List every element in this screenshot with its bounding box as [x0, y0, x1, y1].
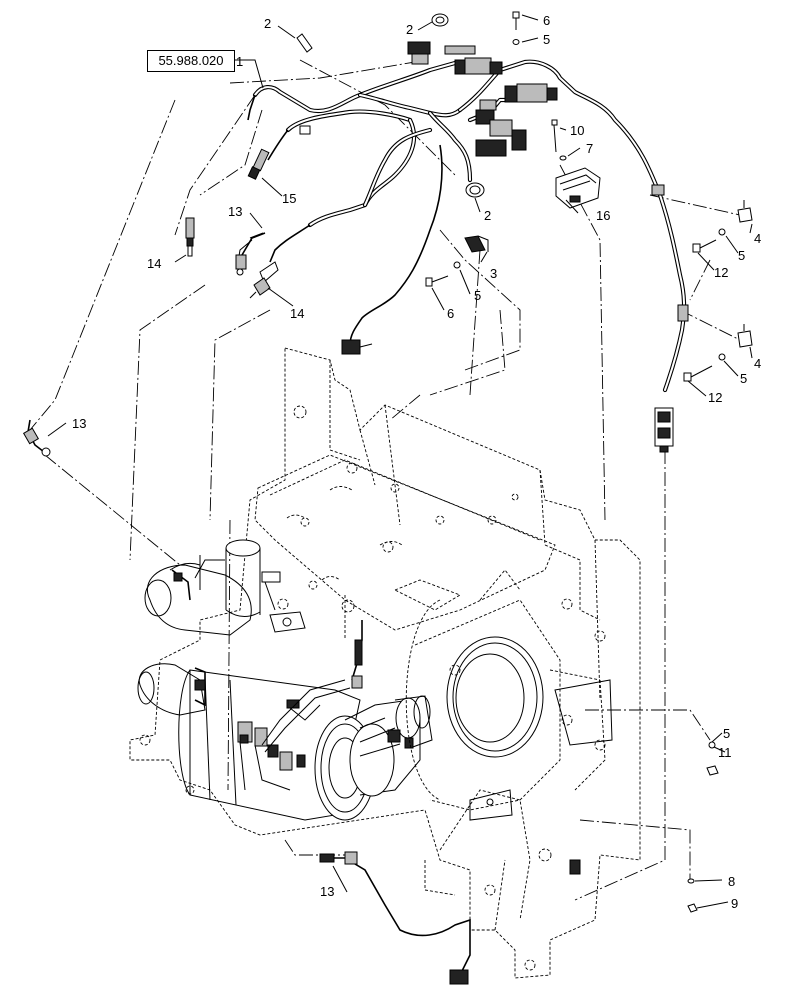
callout-16[interactable]: 16: [596, 208, 610, 223]
sensor-14-left[interactable]: [185, 217, 195, 257]
callout-5-top[interactable]: 5: [543, 32, 550, 47]
callout-11[interactable]: 11: [718, 745, 732, 760]
washer-5-top[interactable]: [512, 39, 520, 45]
bolt-6-mid[interactable]: [425, 275, 449, 287]
bolt-12-upper[interactable]: [692, 239, 717, 253]
nut-11[interactable]: [706, 765, 719, 776]
grommet-left[interactable]: [296, 33, 313, 53]
grommet-middle[interactable]: [465, 182, 485, 198]
callout-7[interactable]: 7: [586, 141, 593, 156]
bolt-6-top[interactable]: [512, 11, 520, 30]
main-wire-harness: [237, 41, 689, 453]
callout-13-bottom[interactable]: 13: [320, 884, 334, 899]
callout-12-upper[interactable]: 12: [714, 265, 728, 280]
callout-13-left[interactable]: 13: [72, 416, 86, 431]
callout-2-top[interactable]: 2: [406, 22, 413, 37]
sensor-14-right[interactable]: [249, 261, 279, 299]
washer-7[interactable]: [559, 155, 567, 161]
reference-code-box[interactable]: 55.988.020: [147, 50, 235, 72]
nut-9[interactable]: [687, 903, 698, 913]
callout-8[interactable]: 8: [728, 874, 735, 889]
callout-13-mid[interactable]: 13: [228, 204, 242, 219]
mounting-frame: [129, 347, 641, 979]
callout-5-r1[interactable]: 5: [738, 248, 745, 263]
control-module-16[interactable]: [555, 167, 601, 209]
callout-4-lower[interactable]: 4: [754, 356, 761, 371]
grommet-upper[interactable]: [431, 13, 449, 27]
sensor-15[interactable]: [247, 148, 270, 180]
callout-5-r3[interactable]: 5: [723, 726, 730, 741]
callout-labels: 1 2 2 2 3 4 4 5 5 5 5 5 6 6 7 8 9 10 11 …: [72, 13, 761, 911]
washer-8[interactable]: [687, 878, 695, 884]
callout-2-mid[interactable]: 2: [484, 208, 491, 223]
callout-5-mid[interactable]: 5: [474, 288, 481, 303]
callout-10[interactable]: 10: [570, 123, 584, 138]
bolt-12-lower[interactable]: [683, 365, 713, 382]
sensor-cable-vertical: [261, 620, 363, 753]
temperature-sensor-13-mid[interactable]: [235, 232, 266, 276]
callout-4-upper[interactable]: 4: [754, 231, 761, 246]
temperature-sensor-13-left[interactable]: [22, 419, 51, 457]
callout-15[interactable]: 15: [282, 191, 296, 206]
callout-14-left[interactable]: 14: [147, 256, 161, 271]
washer-5-mid[interactable]: [453, 261, 461, 269]
clip-4-lower[interactable]: [737, 324, 753, 348]
aftertreatment-assembly: [137, 539, 544, 821]
leader-lines: [47, 14, 753, 909]
assembly-phantom-lines: [29, 59, 741, 901]
washer-5-r2[interactable]: [718, 353, 726, 361]
callout-9[interactable]: 9: [731, 896, 738, 911]
sensor-cable-bottom: [319, 851, 471, 985]
clip-3[interactable]: [464, 235, 489, 253]
callout-6-top[interactable]: 6: [543, 13, 550, 28]
callout-2-left[interactable]: 2: [264, 16, 271, 31]
mount-bracket-right: [469, 679, 613, 875]
clip-4-upper[interactable]: [737, 200, 753, 223]
bolt-10[interactable]: [551, 119, 558, 153]
washer-5-r1[interactable]: [718, 228, 726, 236]
callout-12-lower[interactable]: 12: [708, 390, 722, 405]
callout-14-right[interactable]: 14: [290, 306, 304, 321]
callout-1[interactable]: 1: [236, 54, 243, 69]
callout-6-mid[interactable]: 6: [447, 306, 454, 321]
callout-3[interactable]: 3: [490, 266, 497, 281]
callout-5-r2[interactable]: 5: [740, 371, 747, 386]
